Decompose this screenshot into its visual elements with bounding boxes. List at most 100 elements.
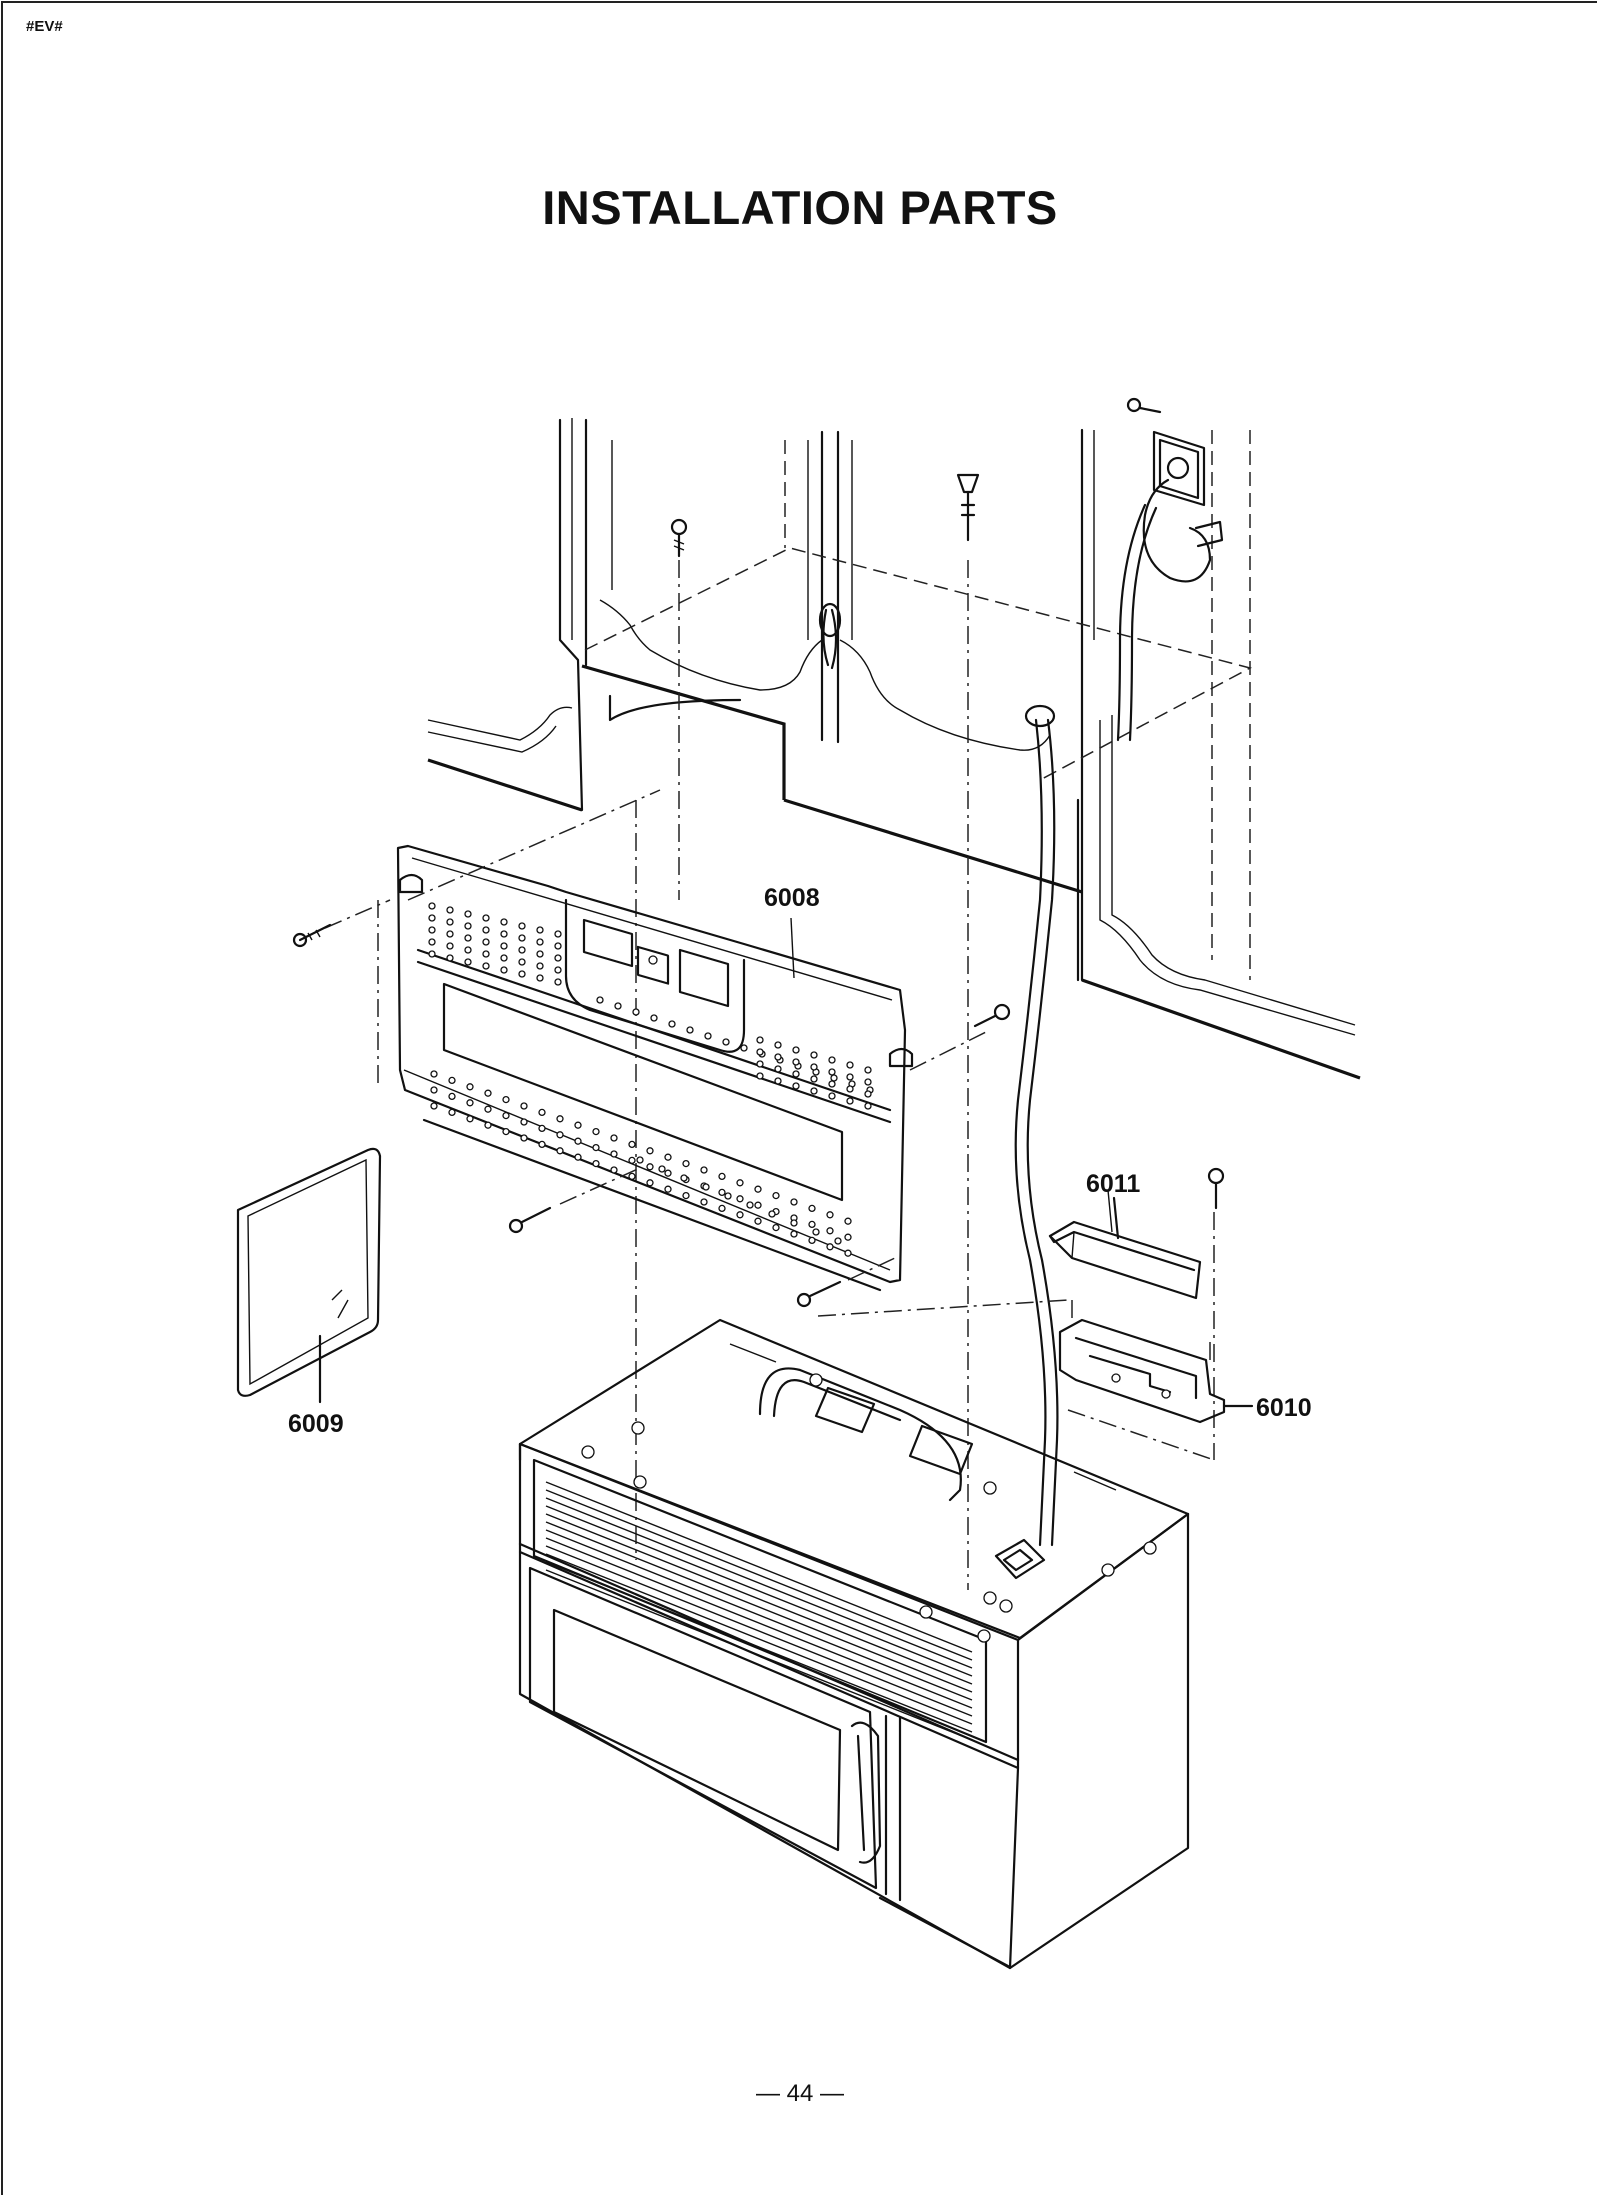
perforation-hole [700,1198,708,1206]
perforation-hole [668,1020,676,1028]
perforation-hole [482,962,490,970]
perforation-hole [554,942,562,950]
perforation-hole [520,1118,528,1126]
callout-6010: 6010 [1256,1394,1312,1422]
perforation-hole [754,1217,762,1225]
perforation-hole [538,1108,546,1117]
perforation-hole [686,1026,694,1034]
perforation-hole [430,1086,438,1094]
perforation-hole [846,1073,854,1081]
perforation-hole [826,1243,834,1251]
perforation-hole [864,1102,872,1110]
damper-housing [817,1299,1254,1461]
perforation-hole [846,1061,854,1069]
perforation-hole [574,1153,582,1161]
perforation-hole [592,1127,600,1136]
perforation-hole [812,1228,820,1236]
perforation-hole [448,1092,456,1101]
perforation-hole [446,918,454,926]
perforation-hole [756,1060,764,1068]
perforation-hole [810,1075,818,1083]
perforation-hole [446,942,454,950]
perforation-hole [518,922,526,930]
plate-screw-bottom-left-icon [508,1167,641,1234]
perforation-hole [768,1210,776,1218]
power-outlet-icon [1152,430,1206,507]
perforation-hole [828,1092,836,1100]
perforation-hole [792,1058,800,1066]
mounting-plate [324,789,991,1560]
perforation-hole [574,1121,582,1129]
perforation-hole [646,1163,654,1171]
perforation-hole [536,950,544,958]
perforation-hole [500,930,508,938]
perforation-hole [774,1077,782,1085]
perforation-hole [718,1188,726,1197]
perforation-hole [826,1211,834,1219]
grille-slat [545,1569,973,1741]
perforation-hole [464,910,472,918]
wall-cabinet [427,418,1361,1080]
perforation-hole [772,1223,780,1232]
plate-screw-right-icon [973,1003,1011,1028]
perforation-hole [446,954,454,962]
perforation-hole [464,934,472,942]
perforation-hole [658,1165,666,1173]
perforation-hole [664,1169,672,1177]
perforation-hole [792,1046,800,1054]
perforation-hole [834,1237,842,1245]
perforation-hole [482,938,490,946]
plate-perforations [428,902,874,1257]
perforation-hole [646,1147,654,1155]
perforation-hole [664,1153,672,1161]
perforation-hole [700,1166,708,1174]
perforation-hole [808,1236,816,1245]
perforation-hole [628,1156,636,1165]
perforation-hole [596,996,604,1004]
perforation-hole [736,1179,744,1187]
perforation-hole [632,1008,640,1016]
perforation-hole [484,1089,492,1097]
perforation-hole [536,938,544,946]
perforation-hole [500,942,508,950]
perforation-hole [864,1090,872,1098]
damper-cover [1048,1167,1225,1460]
plate-screw-left-icon [292,923,332,948]
perforation-hole [464,946,472,954]
perforation-hole [610,1150,618,1158]
perforation-hole [718,1172,726,1181]
perforation-hole [574,1137,582,1145]
perforation-hole [740,1044,748,1052]
grille-slat [545,1537,973,1709]
cabinet-screw-icon [670,518,688,900]
perforation-hole [810,1063,818,1071]
template-sheet [236,1147,382,1404]
perforation-hole [664,1185,672,1193]
perforation-hole [502,1111,510,1120]
perforation-hole [844,1233,852,1241]
perforation-hole [810,1051,818,1059]
oven-vent-grille [545,1481,973,1741]
perforation-hole [610,1166,618,1174]
grille-slat [545,1553,973,1725]
callout-6008: 6008 [764,884,820,912]
grille-slat [545,1481,973,1653]
perforation-hole [538,1140,546,1149]
perforation-hole [500,954,508,962]
perforation-hole [792,1070,800,1078]
perforation-hole [636,1156,644,1164]
plate-screw-bottom-right-icon [796,1257,896,1308]
page-number: — 44 — [755,2080,845,2107]
perforation-hole [682,1191,690,1200]
perforation-hole [520,1102,528,1110]
perforation-hole [756,1036,764,1044]
perforation-hole [790,1198,798,1206]
perforation-hole [844,1249,852,1257]
perforation-hole [502,1127,510,1136]
perforation-hole [482,950,490,958]
perforation-hole [830,1074,838,1082]
perforation-hole [502,1095,510,1104]
perforation-hole [536,974,544,982]
perforation-hole [592,1159,600,1168]
